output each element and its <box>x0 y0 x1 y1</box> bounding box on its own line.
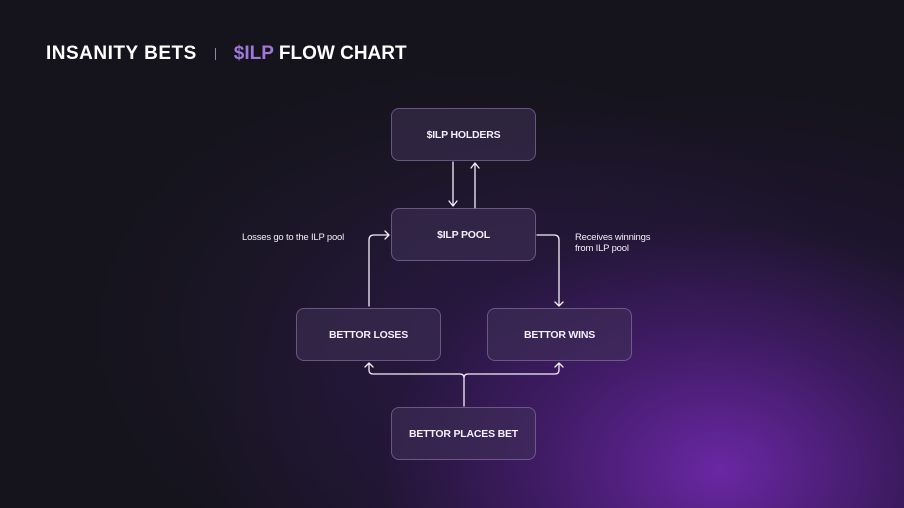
brand-logo-text: INSANITY BETS <box>46 43 197 64</box>
node-ilp-pool: $ILP POOL <box>391 208 536 261</box>
header: INSANITY BETS $ILP FLOW CHART <box>46 42 407 66</box>
node-ilp-holders: $ILP HOLDERS <box>391 108 536 161</box>
node-bettor-loses: BETTOR LOSES <box>296 308 441 361</box>
edge-pool-to-holders <box>470 162 480 209</box>
node-bettor-wins: BETTOR WINS <box>487 308 632 361</box>
edge-label-winnings: Receives winnings from ILP pool <box>575 232 650 254</box>
edge-loses-to-pool <box>368 230 390 307</box>
page-title-accent: $ILP <box>233 43 274 64</box>
edge-pool-to-wins <box>536 234 564 307</box>
edge-label-winnings-line2: from ILP pool <box>575 243 629 254</box>
node-bettor-places-bet: BETTOR PLACES BET <box>391 407 536 460</box>
edge-label-winnings-line1: Receives winnings <box>575 232 651 243</box>
header-divider <box>214 48 216 60</box>
page-title: FLOW CHART <box>278 43 407 64</box>
edge-holders-to-pool <box>448 161 458 207</box>
edge-places-to-outcomes <box>364 362 564 407</box>
edge-label-losses: Losses go to the ILP pool <box>242 232 345 243</box>
